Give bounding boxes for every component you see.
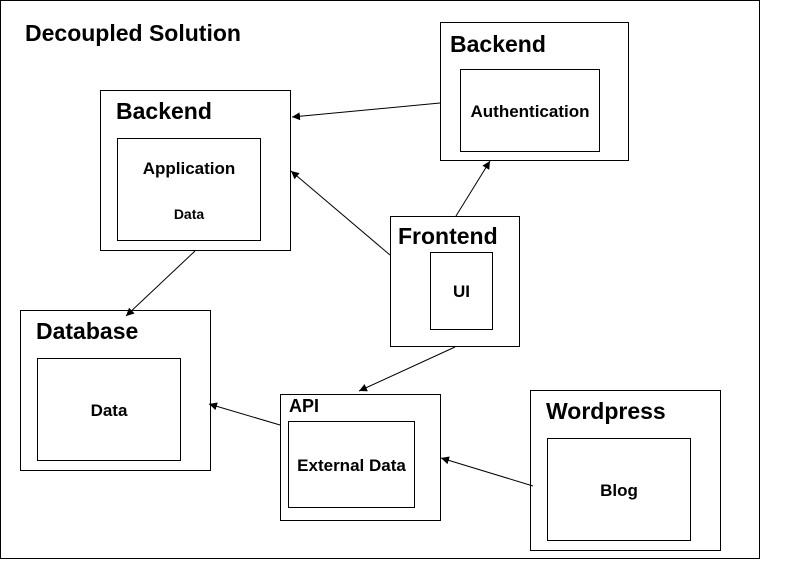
wordpress-title: Wordpress: [546, 398, 666, 424]
application-inner-box[interactable]: [117, 138, 261, 241]
external-data-inner-box[interactable]: [288, 421, 415, 508]
frontend-title: Frontend: [398, 223, 498, 249]
application-data-label: Data: [173, 206, 205, 222]
authentication-label: Authentication: [470, 102, 590, 121]
diagram-title: Decoupled Solution: [25, 20, 241, 46]
blog-label: Blog: [600, 481, 638, 500]
database-title: Database: [36, 318, 139, 344]
external-data-label: External Data: [297, 456, 406, 475]
diagram-canvas: [0, 0, 760, 559]
ui-label: UI: [453, 282, 470, 301]
api-title: API: [289, 396, 320, 416]
application-label: Application: [142, 159, 236, 178]
backend-app-title: Backend: [116, 98, 212, 124]
authentication-inner-box[interactable]: [460, 69, 600, 152]
backend-auth-title: Backend: [450, 31, 546, 57]
blog-inner-box[interactable]: [547, 438, 691, 541]
database-data-label: Data: [90, 401, 128, 420]
database-data-inner-box[interactable]: [37, 358, 181, 461]
ui-inner-box[interactable]: [430, 252, 493, 330]
